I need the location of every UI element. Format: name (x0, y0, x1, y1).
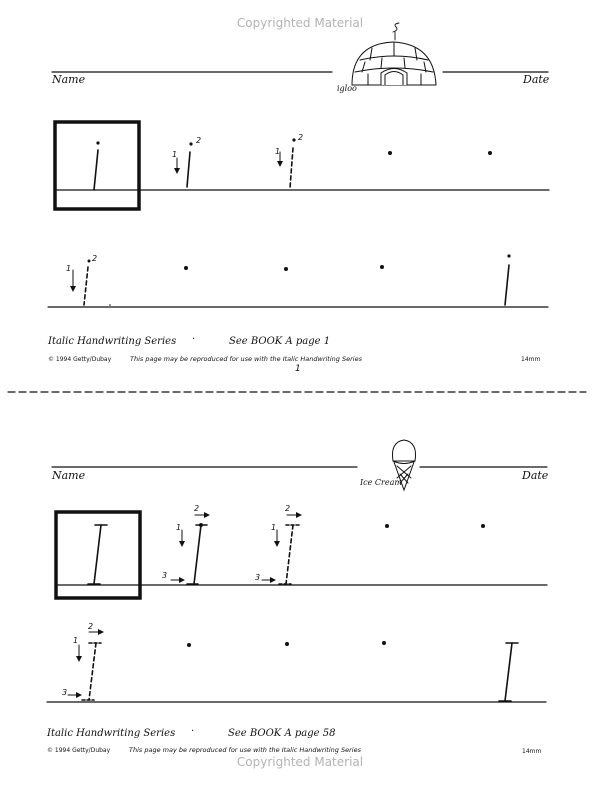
series-title: Italic Handwriting Series (48, 336, 177, 347)
stroke-number: 1 (172, 150, 178, 159)
model-letter-box (53, 120, 141, 211)
reproduce-note: This page may be reproduced for use with… (130, 355, 362, 363)
stroke-number: 3 (255, 573, 261, 582)
stroke-number: 1 (66, 264, 72, 273)
series-title: Italic Handwriting Series (47, 728, 176, 739)
stroke-number: 1 (275, 147, 281, 156)
stroke-number: 2 (285, 504, 291, 513)
stroke-number: 1 (176, 523, 182, 532)
stroke-number: 3 (62, 688, 68, 697)
stroke-number: 2 (298, 133, 304, 142)
copyright: © 1994 Getty/Dubay (48, 356, 112, 363)
date-label: Date (523, 73, 550, 86)
separator-dot: · (192, 334, 196, 345)
stroke-number: 3 (162, 571, 168, 580)
size-label: 14mm (522, 748, 542, 755)
copyright: © 1994 Getty/Dubay (47, 747, 111, 754)
stroke-number: 1 (73, 636, 79, 645)
name-label: Name (52, 469, 86, 482)
date-label: Date (522, 469, 549, 482)
name-label: Name (52, 73, 86, 86)
separator-dot: · (191, 726, 195, 737)
ice-cream-icon (392, 439, 416, 492)
watermark-top: Copyrighted Material (236, 16, 364, 30)
watermark-bottom: Copyrighted Material (236, 755, 364, 769)
picture-caption: Ice Cream (360, 478, 402, 487)
page-number: 1 (295, 364, 301, 374)
book-reference: See BOOK A page 58 (228, 728, 336, 739)
stroke-number: 2 (92, 254, 98, 263)
reproduce-note: This page may be reproduced for use with… (129, 746, 361, 754)
picture-caption: igloo (337, 84, 357, 93)
book-reference: See BOOK A page 1 (229, 336, 331, 347)
size-label: 14mm (521, 356, 541, 363)
stroke-number: 1 (271, 523, 277, 532)
stroke-number: 2 (88, 622, 94, 631)
stroke-number: 2 (194, 504, 200, 513)
model-letter-box (54, 510, 142, 600)
stroke-number: 2 (196, 136, 202, 145)
igloo-icon (351, 22, 437, 86)
